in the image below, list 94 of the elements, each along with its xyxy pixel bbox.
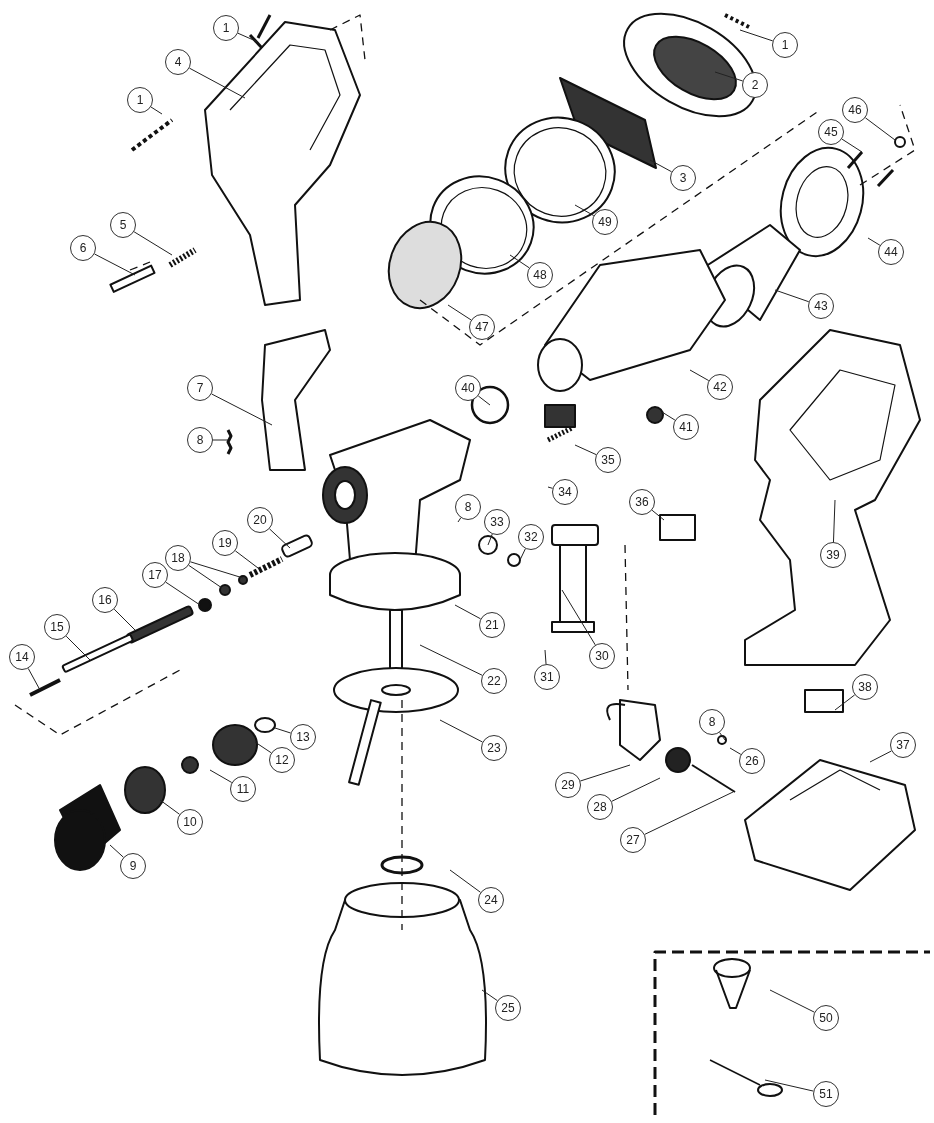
leader-line: [419, 644, 483, 676]
callout-number: 35: [595, 447, 621, 473]
callout-number: 23: [481, 735, 507, 761]
callout-number: 26: [739, 748, 765, 774]
callout-number: 45: [818, 119, 844, 145]
leader-line: [449, 869, 481, 893]
leader-line: [714, 71, 744, 82]
callout-number: 37: [890, 732, 916, 758]
leader-line: [719, 732, 726, 741]
leader-line: [65, 635, 91, 661]
callout-number: 40: [455, 375, 481, 401]
callout-number: 6: [70, 235, 96, 261]
callout-number: 36: [629, 489, 655, 515]
leader-line: [457, 517, 462, 523]
callout-number: 17: [142, 562, 168, 588]
callout-number: 24: [478, 887, 504, 913]
leader-line: [234, 550, 259, 569]
callout-number: 3: [670, 165, 696, 191]
leader-line: [212, 439, 229, 441]
leader-line: [774, 289, 810, 303]
leader-line: [834, 694, 856, 711]
leader-line: [579, 764, 631, 782]
leader-line: [739, 29, 774, 42]
leader-line: [481, 989, 498, 1002]
leader-line: [237, 32, 259, 43]
leader-line: [519, 548, 526, 561]
callout-number: 5: [110, 212, 136, 238]
callout-number: 22: [481, 668, 507, 694]
callout-number: 50: [813, 1005, 839, 1031]
callout-number: 48: [527, 262, 553, 288]
callout-number: 8: [187, 427, 213, 453]
leader-line: [269, 528, 291, 549]
callout-number: 9: [120, 853, 146, 879]
leader-line: [211, 393, 273, 426]
callout-number: 29: [555, 772, 581, 798]
callout-number: 12: [269, 747, 295, 773]
callout-number: 31: [534, 664, 560, 690]
callout-number: 20: [247, 507, 273, 533]
leader-line: [188, 564, 223, 589]
leader-line: [113, 608, 136, 631]
leader-line: [439, 719, 483, 743]
callout-number: 13: [290, 724, 316, 750]
callout-number: 21: [479, 612, 505, 638]
callout-number: 28: [587, 794, 613, 820]
leader-line: [769, 989, 815, 1013]
callout-number: 10: [177, 809, 203, 835]
callout-number: 46: [842, 97, 868, 123]
callout-number: 16: [92, 587, 118, 613]
callout-number: 1: [127, 87, 153, 113]
callout-number: 38: [852, 674, 878, 700]
callout-number: 34: [552, 479, 578, 505]
leader-line: [547, 486, 554, 489]
leader-line: [644, 791, 734, 835]
leader-line: [651, 509, 665, 521]
leader-line: [764, 1079, 814, 1092]
callout-number: 43: [808, 293, 834, 319]
leader-line: [574, 444, 597, 456]
callout-number: 27: [620, 827, 646, 853]
callout-number: 49: [592, 209, 618, 235]
callout-number: 7: [187, 375, 213, 401]
callout-number: 8: [699, 709, 725, 735]
leader-line: [509, 254, 530, 269]
leader-line: [274, 727, 292, 734]
leader-line: [864, 117, 896, 141]
leader-line: [869, 750, 892, 763]
callout-number: 15: [44, 614, 70, 640]
leader-line: [159, 799, 180, 815]
callout-number: 32: [518, 524, 544, 550]
callout-number: 19: [212, 530, 238, 556]
callout-number: 44: [878, 239, 904, 265]
callout-number: 41: [673, 414, 699, 440]
callout-number: 18: [165, 545, 191, 571]
callout-number: 1: [213, 15, 239, 41]
leader-line: [254, 741, 272, 754]
leader-line: [832, 499, 836, 543]
leader-line: [544, 649, 547, 665]
leader-line: [189, 561, 244, 579]
callout-number: 30: [589, 643, 615, 669]
callout-number: 42: [707, 374, 733, 400]
callout-number: 47: [469, 314, 495, 340]
leader-line: [94, 253, 136, 276]
callout-number: 25: [495, 995, 521, 1021]
callout-number: 4: [165, 49, 191, 75]
leader-line: [487, 533, 493, 546]
callout-number: 33: [484, 509, 510, 535]
callout-number: 51: [813, 1081, 839, 1107]
callout-number: 1: [772, 32, 798, 58]
callout-number: 11: [230, 776, 256, 802]
callout-number: 8: [455, 494, 481, 520]
leader-line: [165, 581, 201, 606]
callout-number: 14: [9, 644, 35, 670]
leader-line: [109, 844, 124, 858]
leader-line: [611, 777, 661, 802]
leader-line: [477, 395, 491, 406]
